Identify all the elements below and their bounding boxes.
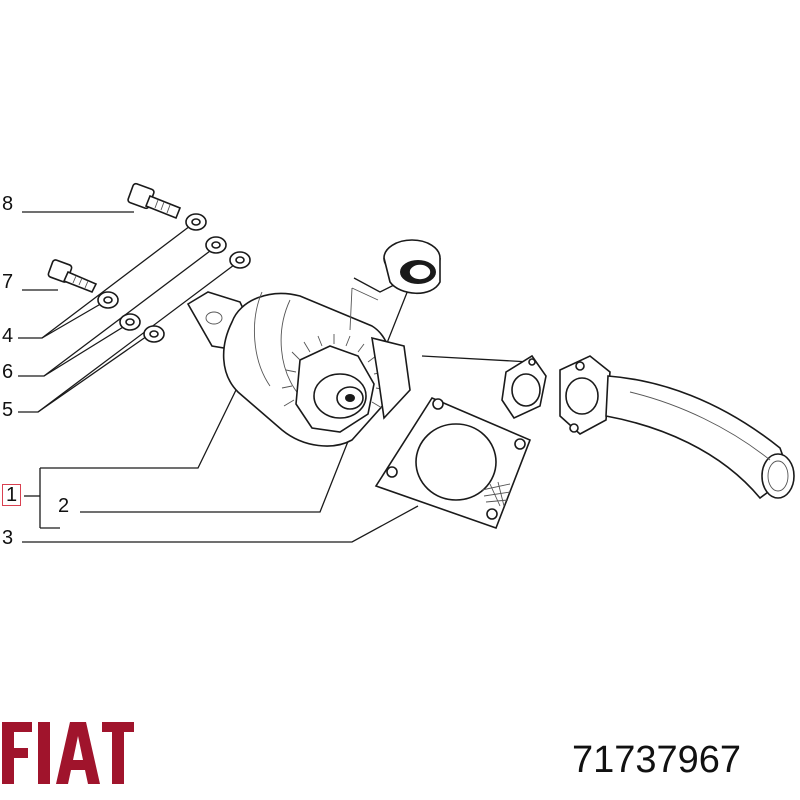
fiat-logo	[2, 722, 134, 784]
outlet-pipe	[559, 355, 795, 500]
callout-8: 8	[2, 193, 14, 215]
bush	[383, 239, 441, 294]
bolt-8	[127, 182, 182, 220]
part-number: 71737967	[572, 739, 742, 781]
callout-3: 3	[2, 527, 14, 549]
callout-1-highlighted[interactable]: 1	[2, 484, 22, 506]
small-gasket	[501, 354, 547, 420]
callout-2: 2	[58, 495, 70, 517]
bolt-7	[47, 259, 98, 294]
callout-5: 5	[2, 399, 14, 421]
callout-4: 4	[2, 325, 14, 347]
flange-gasket	[374, 396, 532, 530]
callout-6: 6	[2, 361, 14, 383]
washers	[97, 213, 251, 343]
pump-body	[186, 277, 411, 447]
callout-7: 7	[2, 271, 14, 293]
